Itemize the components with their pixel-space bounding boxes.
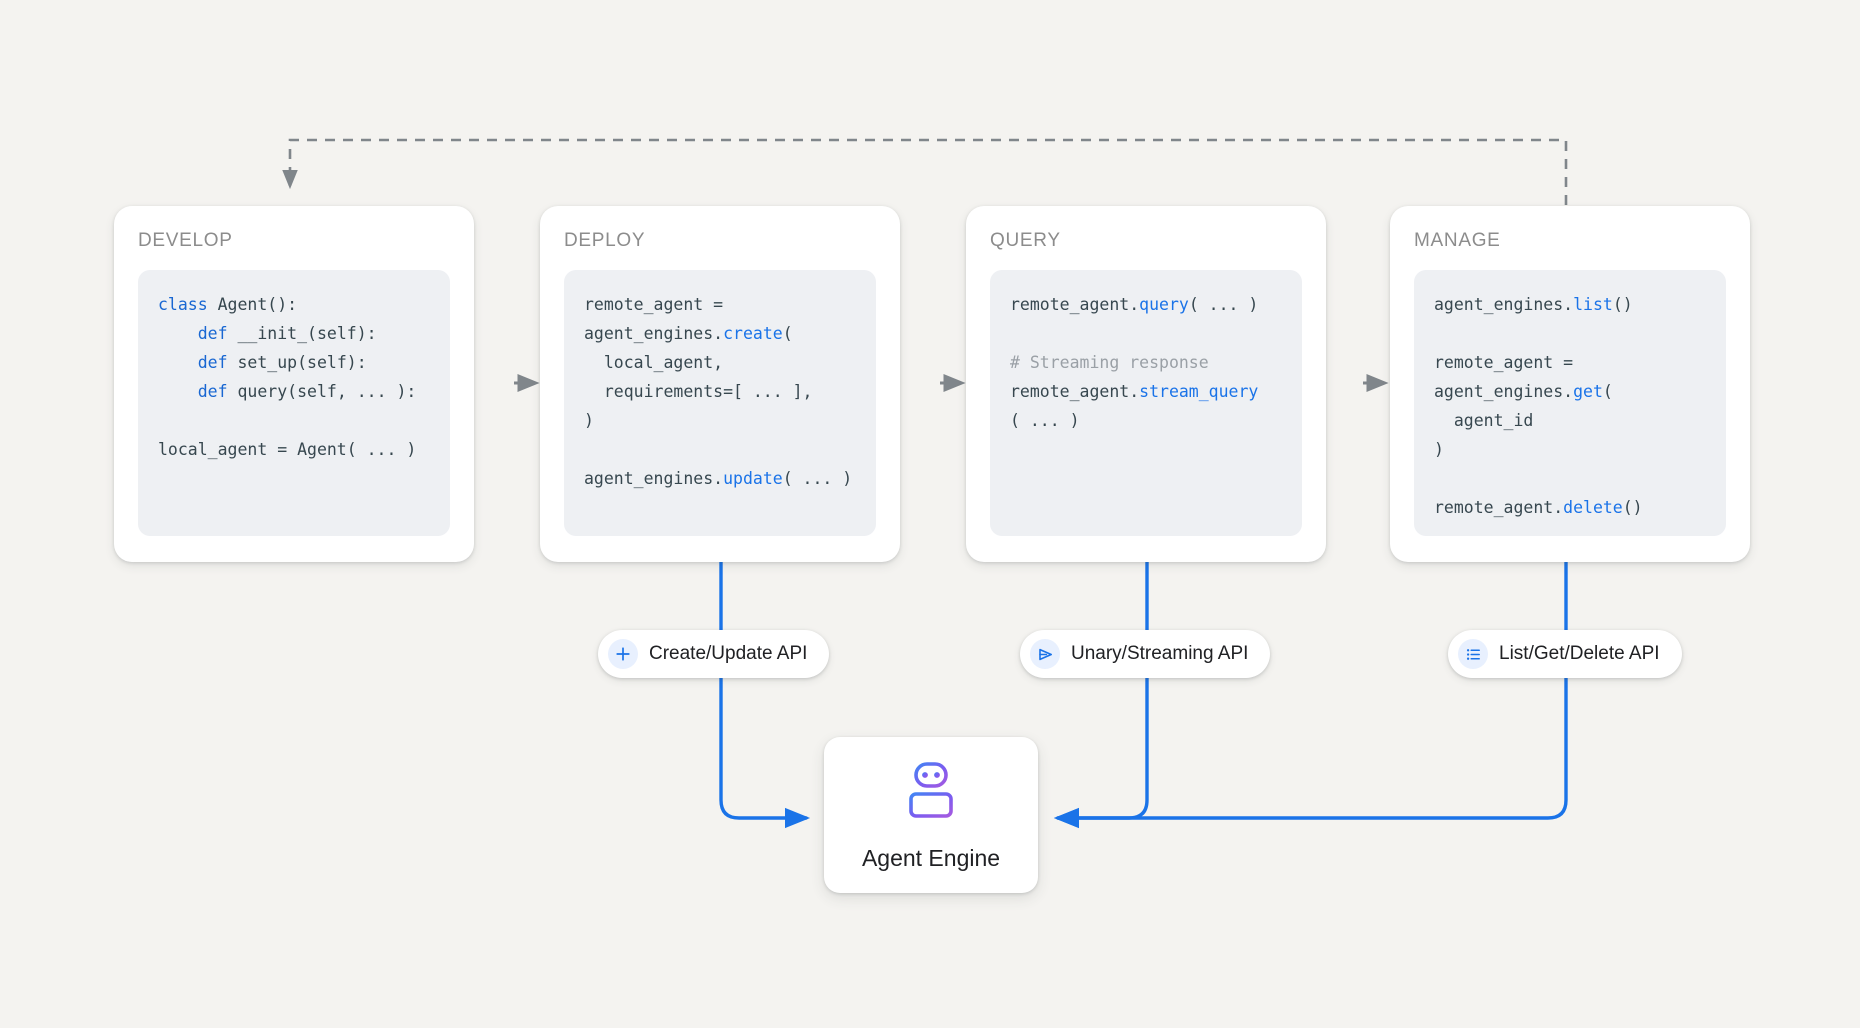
send-icon xyxy=(1030,639,1060,669)
feedback-loop-arrow xyxy=(282,138,1568,205)
stage-code-deploy: remote_agent = agent_engines.create( loc… xyxy=(564,270,876,536)
api-pill-unary-streaming[interactable]: Unary/Streaming API xyxy=(1020,630,1271,678)
api-pill-create-update[interactable]: Create/Update API xyxy=(598,630,830,678)
stage-code-query: remote_agent.query( ... ) # Streaming re… xyxy=(990,270,1302,536)
api-pill-list-get-delete[interactable]: List/Get/Delete API xyxy=(1448,630,1682,678)
wire-manage-to-engine xyxy=(1053,560,1568,829)
stage-title-develop: DEVELOP xyxy=(138,230,233,251)
agent-engine-label: Agent Engine xyxy=(861,845,1001,871)
agent-engine-node[interactable]: Agent Engine xyxy=(824,737,1038,893)
stage-card-query[interactable]: QUERY remote_agent.query( ... ) # Stream… xyxy=(966,206,1326,562)
api-pill-label: Unary/Streaming API xyxy=(1071,643,1249,664)
stage-card-develop[interactable]: DEVELOP class Agent(): def __init_(self)… xyxy=(114,206,474,562)
stage-card-deploy[interactable]: DEPLOY remote_agent = agent_engines.crea… xyxy=(540,206,900,562)
stage-card-manage[interactable]: MANAGE agent_engines.list() remote_agent… xyxy=(1390,206,1750,562)
stage-title-deploy: DEPLOY xyxy=(564,230,646,251)
api-pill-label: List/Get/Delete API xyxy=(1499,643,1660,664)
wire-deploy-to-engine xyxy=(719,560,811,829)
plus-icon xyxy=(608,639,638,669)
api-pill-label: Create/Update API xyxy=(649,643,808,664)
wire-query-to-engine xyxy=(1053,560,1149,829)
robot-icon xyxy=(900,758,962,829)
stage-code-manage: agent_engines.list() remote_agent = agen… xyxy=(1414,270,1726,536)
stage-code-develop: class Agent(): def __init_(self): def se… xyxy=(138,270,450,536)
stage-title-manage: MANAGE xyxy=(1414,230,1501,251)
stage-title-query: QUERY xyxy=(990,230,1061,251)
list-icon xyxy=(1458,639,1488,669)
